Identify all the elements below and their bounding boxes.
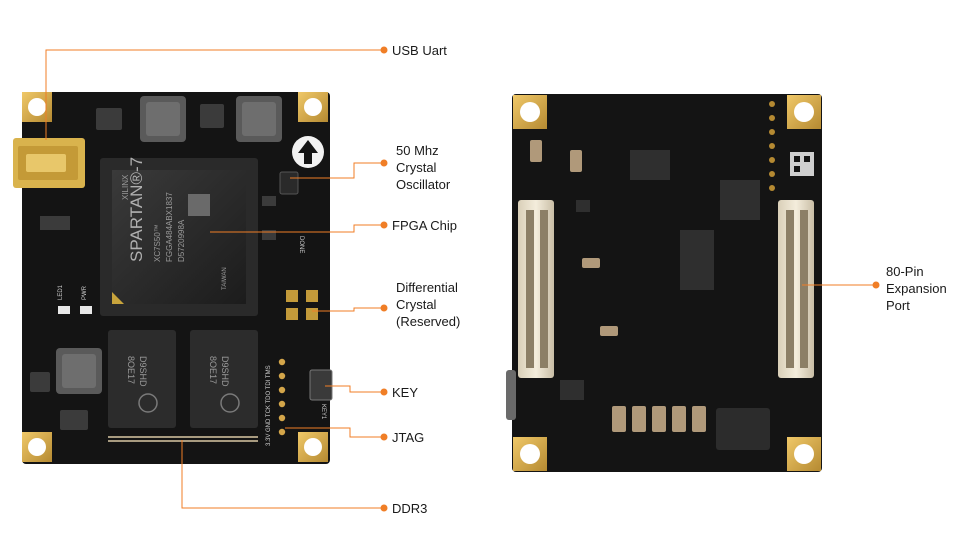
label-fpga-chip: FPGA Chip — [392, 218, 458, 233]
mounting-hole — [513, 95, 547, 129]
jtag-leader — [285, 427, 384, 438]
inductor — [140, 96, 186, 142]
ddr3-chip — [108, 330, 176, 428]
fpga-part-text: XC7S50™ — [153, 224, 162, 262]
ram-lot-text: 8OE17 — [208, 356, 218, 384]
ddr3-chip — [190, 330, 258, 428]
label-50mhz-crystal: 50 Mhz Crystal Oscillator — [396, 143, 451, 192]
diff-crystal-leader — [312, 307, 384, 312]
usb-uart-leader — [45, 49, 384, 140]
qr-code — [790, 152, 814, 176]
annotation-dots — [380, 46, 880, 512]
led-indicator — [80, 306, 92, 314]
mounting-hole — [298, 92, 328, 122]
label-differential-crystal: Differential Crystal (Reserved) — [396, 280, 461, 329]
label-usb-uart: USB Uart — [392, 43, 447, 58]
board-top-side — [13, 92, 333, 464]
fpga-origin-text: TAIWAN — [222, 267, 228, 290]
ram-code-text: D9SHD — [138, 356, 148, 387]
arrow-up-icon — [292, 136, 324, 168]
mounting-hole — [298, 432, 328, 462]
mounting-hole — [787, 95, 821, 129]
key-silk: KEY1 — [320, 404, 326, 420]
ram-code-text: D9SHD — [220, 356, 230, 387]
via-column — [769, 101, 775, 191]
done-silk: DONE — [298, 236, 304, 253]
pwr-silk: PWR — [82, 285, 88, 300]
expansion-connector — [518, 200, 554, 378]
jtag-pin-labels: 3.3V GND TCK TDO TDI TMS — [266, 365, 272, 446]
fpga-brand-text: XILINX — [121, 174, 130, 200]
fpga-leader — [210, 224, 384, 233]
ddr3-pad-row — [108, 436, 258, 442]
usb-edge — [506, 370, 516, 420]
expansion-connector — [778, 200, 814, 378]
smd-components — [30, 104, 276, 430]
mounting-hole — [22, 92, 52, 122]
mounting-hole — [787, 437, 821, 471]
ddr3-leader — [181, 440, 384, 509]
fpga-family-text: SPARTAN®-7 — [127, 157, 146, 262]
inductor — [236, 96, 282, 142]
label-key: KEY — [392, 385, 419, 400]
label-ddr3: DDR3 — [392, 501, 428, 516]
label-jtag: JTAG — [392, 430, 425, 445]
smd-components — [560, 150, 760, 400]
flash-chip — [716, 408, 770, 450]
ram-lot-text: 8OE17 — [126, 356, 136, 384]
led-silk: LED1 — [58, 284, 64, 300]
crystal-leader — [290, 162, 384, 179]
fpga-markings: XILINX SPARTAN®-7 XC7S50™ FGGA484ABX1837… — [121, 157, 228, 290]
crystal-oscillator — [279, 171, 299, 195]
fpga-package-text: FGGA484ABX1837 — [165, 192, 174, 262]
mounting-hole — [513, 437, 547, 471]
jtag-header — [278, 358, 286, 436]
inductor — [56, 348, 102, 394]
fpga-lot-text: D5720998A — [177, 219, 186, 262]
key-button — [309, 369, 333, 401]
annotation-lines — [45, 49, 876, 509]
label-expansion-port: 80-Pin Expansion Port — [886, 264, 947, 313]
board-bottom-side — [506, 94, 822, 472]
differential-crystal-pads — [286, 290, 318, 320]
capacitor-bank — [530, 140, 706, 432]
usb-connector — [13, 138, 85, 188]
mounting-hole — [22, 432, 52, 462]
led-indicator — [58, 306, 70, 314]
key-leader — [325, 385, 384, 393]
fpga-chip — [100, 158, 258, 316]
